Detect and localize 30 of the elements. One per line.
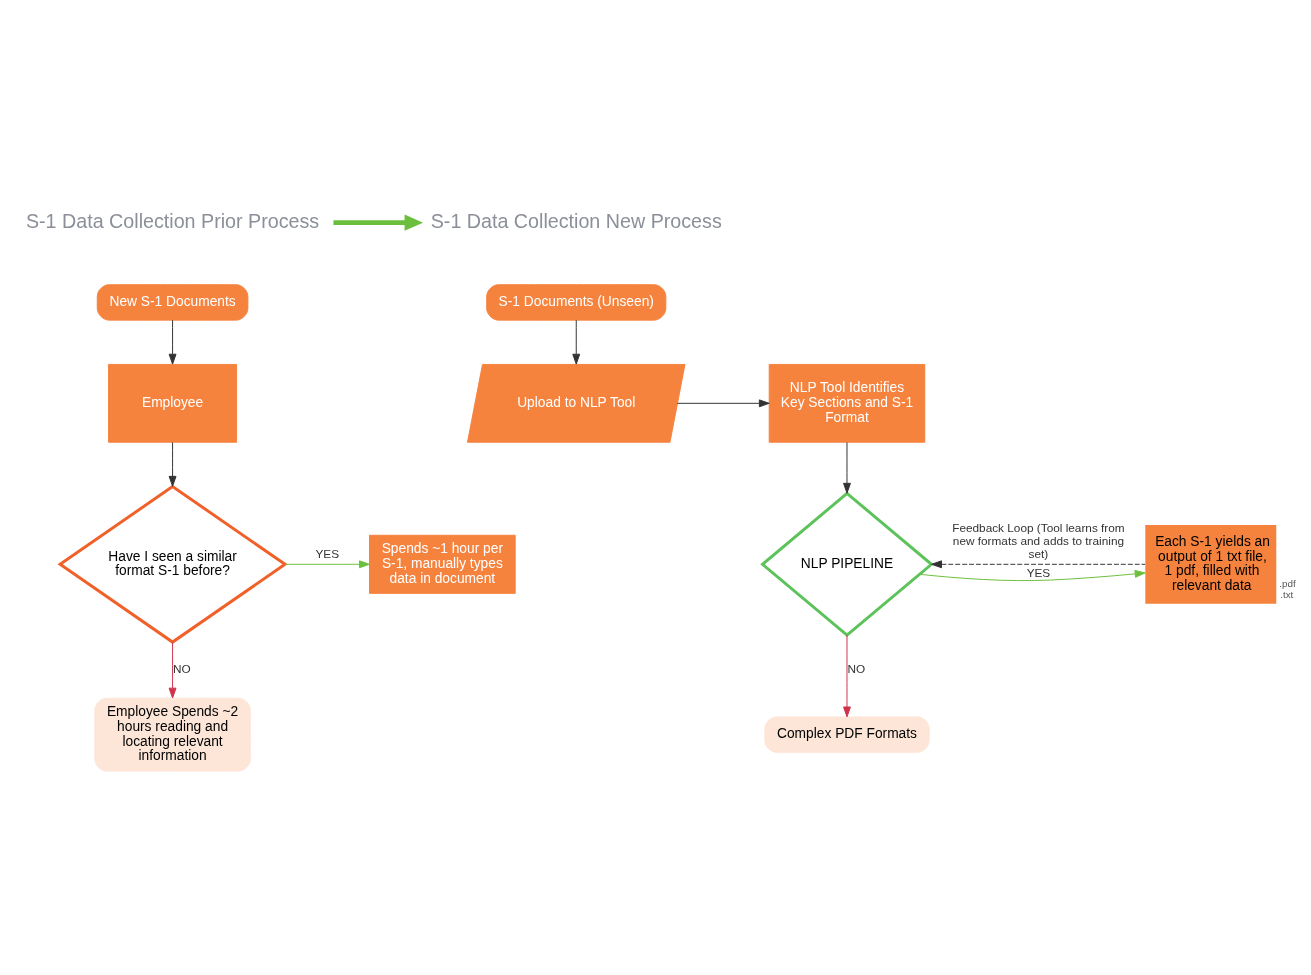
arrow bbox=[843, 634, 851, 717]
node-box: Spends ~1 hour per S-1, manually types data in document bbox=[369, 534, 516, 594]
arrow bbox=[677, 398, 770, 407]
arrow bbox=[168, 319, 177, 365]
arrow bbox=[919, 569, 1146, 581]
arrow bbox=[931, 559, 1146, 568]
node-text: S-1 Data Collection New Process bbox=[430, 209, 722, 232]
arrow bbox=[333, 214, 423, 231]
node-box: Complex PDF Formats bbox=[764, 715, 930, 753]
arrow bbox=[168, 441, 177, 487]
arrow bbox=[572, 319, 581, 365]
node-box: Employee bbox=[108, 363, 238, 443]
node-box: Employee Spends ~2 hours reading and locating relevant information bbox=[94, 697, 251, 772]
node-box: S-1 Documents (Unseen) bbox=[486, 283, 667, 321]
edge-label: YES bbox=[315, 546, 340, 561]
edge-label: Feedback Loop (Tool learns from new formats and adds to training set) bbox=[952, 520, 1125, 561]
node-box: NLP Tool Identifies Key Sections and S-1 Format bbox=[768, 363, 926, 443]
node-diamond: NLP PIPELINE bbox=[760, 491, 934, 637]
node-label: .txt bbox=[1280, 588, 1294, 600]
node-box: Each S-1 yields an output of 1 txt file, 1 pdf, filled with relevant data bbox=[1145, 524, 1277, 604]
node-diamond: Have I seen a similar format S-1 before? bbox=[57, 484, 288, 644]
arrow bbox=[284, 559, 370, 568]
node-box: New S-1 Documents bbox=[96, 283, 249, 321]
arrow bbox=[843, 441, 851, 494]
edge-label: NO bbox=[173, 661, 191, 676]
edge-label: NO bbox=[847, 661, 866, 676]
node-text: S-1 Data Collection Prior Process bbox=[25, 209, 320, 232]
arrow bbox=[168, 641, 177, 698]
edge-label: YES bbox=[1026, 565, 1051, 580]
node-label: .pdf bbox=[1279, 577, 1296, 589]
